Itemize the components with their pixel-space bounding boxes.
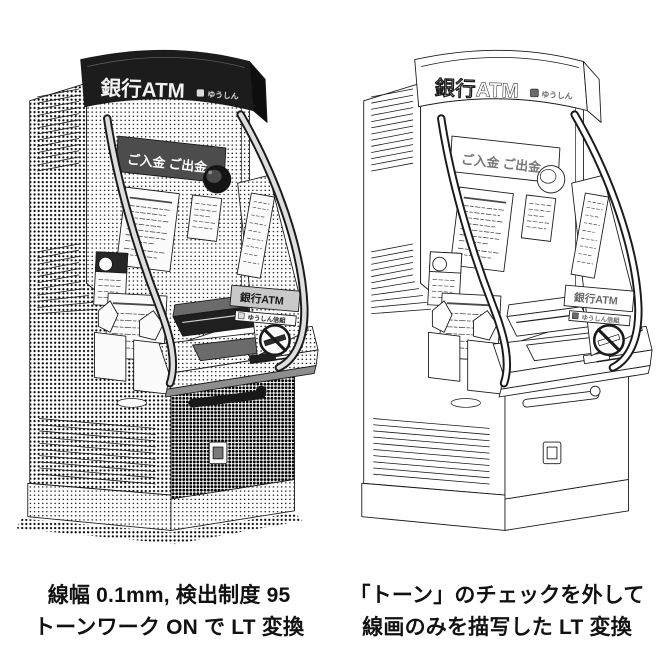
atm-toned-version (16, 50, 318, 544)
caption-right-line2: 線画のみを描写した LT 変換 (362, 615, 632, 639)
caption-left: 線幅 0.1mm, 検出制度 95 トーンワーク ON で LT 変換 (14, 580, 324, 644)
caption-right: 「トーン」のチェックを外して 線画のみを描写した LT 変換 (324, 580, 658, 644)
atm-lineart-version (350, 50, 652, 544)
caption-left-line1: 線幅 0.1mm, 検出制度 95 (47, 584, 291, 607)
atm-comparison-art: 銀行ATM ゆうしん ご入金 ご出金 (14, 30, 658, 564)
illustration-row: 銀行ATM ゆうしん ご入金 ご出金 (14, 30, 658, 569)
caption-row: 線幅 0.1mm, 検出制度 95 トーンワーク ON で LT 変換 「トーン… (14, 580, 658, 644)
caption-right-line1: 「トーン」のチェックを外して (349, 584, 645, 607)
caption-left-line2: トーンワーク ON で LT 変換 (33, 615, 305, 639)
